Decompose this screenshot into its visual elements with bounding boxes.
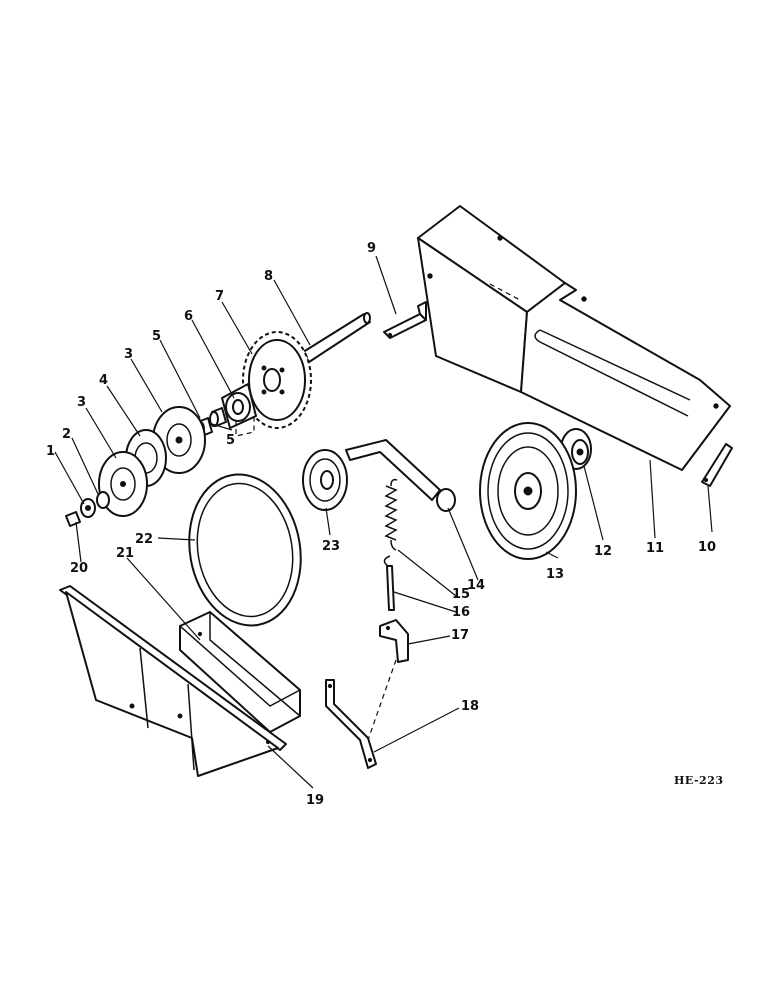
shaft (298, 312, 371, 366)
nut-1 (80, 498, 96, 518)
rod (383, 555, 395, 611)
spring (384, 478, 398, 551)
callout-7: 7 (215, 289, 224, 304)
callout-20: 20 (70, 561, 88, 576)
bolt-20 (65, 511, 81, 527)
callout-10: 10 (698, 540, 716, 555)
plate-3-left (98, 451, 148, 517)
callout-5-lower: 5 (226, 433, 235, 448)
callout-21: 21 (116, 546, 134, 561)
leader-lines (54, 255, 713, 789)
idler-pulley (302, 449, 348, 511)
lower-shield (59, 585, 287, 777)
callout-11: 11 (646, 541, 664, 556)
bushing-lower (209, 407, 227, 427)
callout-labels: 1 2 3 3 3 4 5 5 6 7 8 9 10 11 12 13 14 1… (46, 241, 716, 808)
callout-4: 4 (99, 373, 108, 388)
bracket-17 (379, 619, 409, 663)
callout-14: 14 (467, 578, 485, 593)
callout-9: 9 (367, 241, 376, 256)
callout-1: 1 (46, 444, 55, 459)
callout-17: 17 (451, 628, 469, 643)
callout-8: 8 (264, 269, 273, 284)
callout-19: 19 (306, 793, 324, 808)
flange-bearing (221, 383, 257, 437)
callout-3-right: 3 (124, 347, 133, 362)
callout-18: 18 (461, 699, 479, 714)
callout-16: 16 (452, 605, 470, 620)
shield-cover (417, 205, 731, 471)
callout-15: 15 (452, 587, 470, 602)
callout-23: 23 (322, 539, 340, 554)
strap (325, 679, 377, 769)
small-bracket (701, 443, 733, 487)
v-belt (188, 473, 302, 627)
idler-arm (345, 439, 456, 512)
callout-2: 2 (62, 427, 71, 442)
callout-3-left: 3 (77, 395, 86, 410)
callout-13: 13 (546, 567, 564, 582)
angle-bracket (179, 611, 301, 733)
callout-22: 22 (135, 532, 153, 547)
assembly-dashed-line (367, 659, 397, 741)
sprocket (242, 331, 312, 429)
bracket-9 (383, 301, 427, 339)
large-sheave (479, 422, 577, 560)
callout-12: 12 (594, 544, 612, 559)
callout-6: 6 (184, 309, 193, 324)
washer-2 (96, 491, 110, 509)
drawing-reference: HE-223 (674, 774, 724, 787)
callout-5-upper: 5 (152, 329, 161, 344)
